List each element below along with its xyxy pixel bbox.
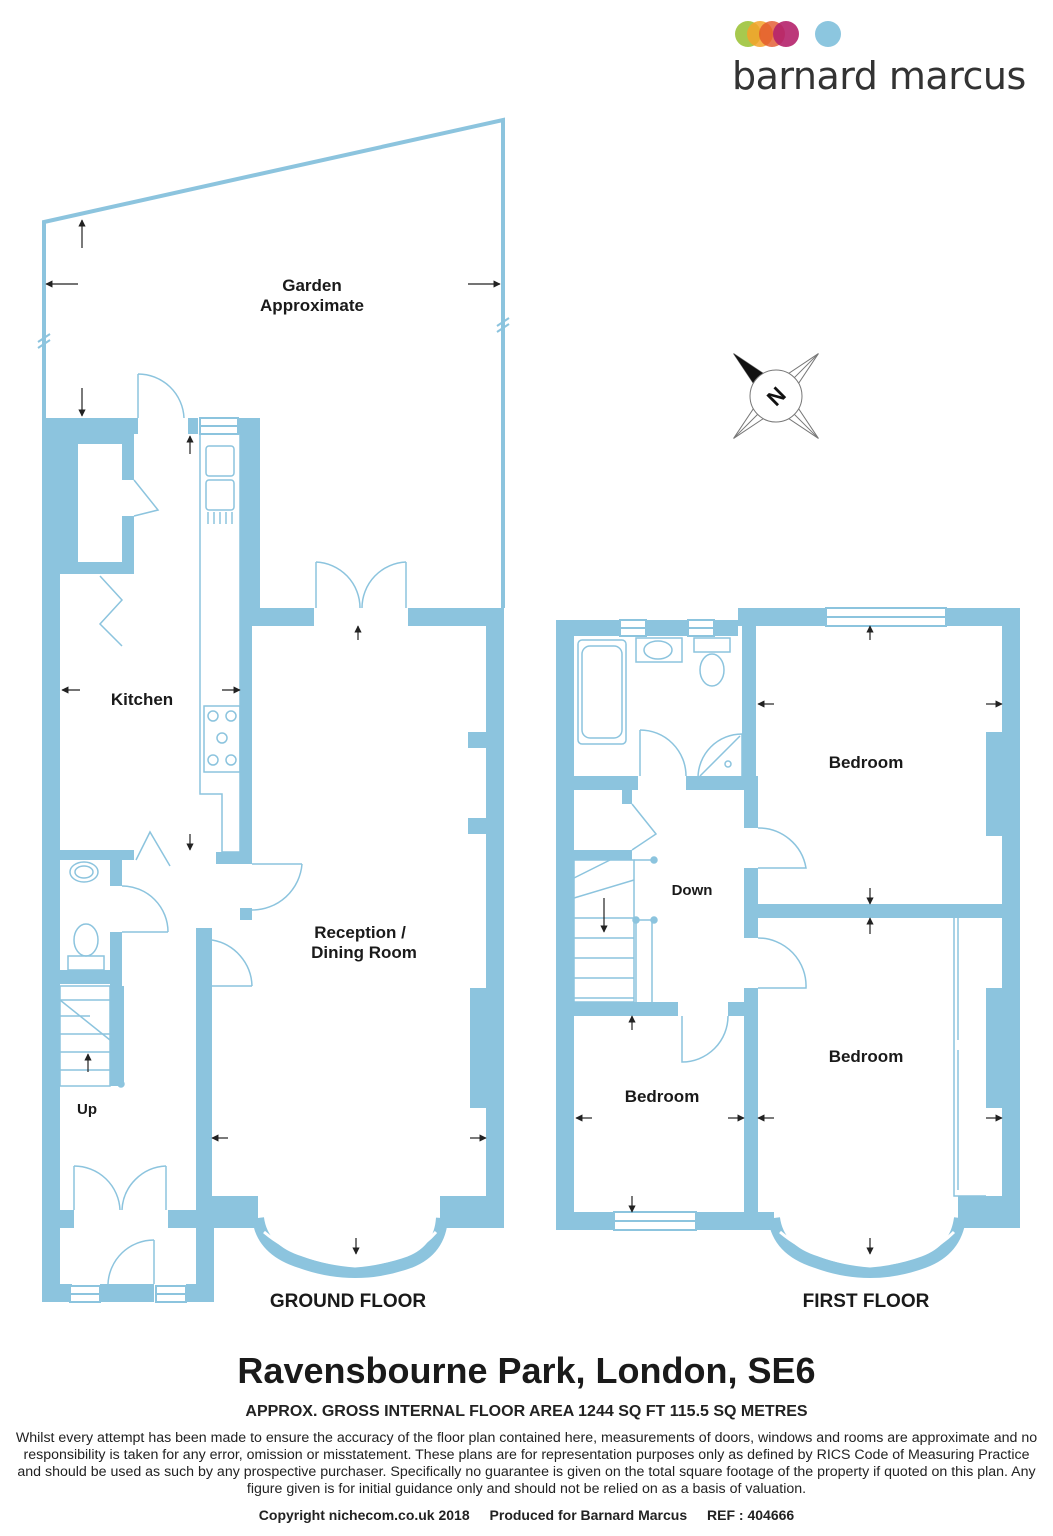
logo-dot — [773, 21, 799, 47]
garden-break-marks — [37, 317, 510, 349]
floor-area: APPROX. GROSS INTERNAL FLOOR AREA 1244 S… — [245, 1403, 808, 1420]
footer: Copyright nichecom.co.uk 2018 Produced f… — [0, 1507, 1053, 1523]
reception-label: Reception / — [314, 923, 406, 942]
stairs-down-label: Down — [672, 882, 713, 899]
brand-name: barnard marcus — [732, 54, 1026, 98]
floor-plan: N Garden Approximate Kitchen Reception /… — [37, 117, 1020, 1312]
ground-windows — [69, 417, 239, 1303]
wc-fixtures — [67, 861, 105, 971]
ground-stairs — [59, 985, 125, 1088]
first-floor-label: FIRST FLOOR — [803, 1291, 930, 1312]
stairs-up-label: Up — [77, 1101, 97, 1118]
kitchen-label: Kitchen — [111, 690, 173, 709]
ground-bay-window — [252, 1216, 448, 1278]
first-doors — [631, 803, 807, 1063]
copyright-text: Copyright nichecom.co.uk 2018 — [258, 1507, 470, 1523]
dimension-arrows — [45, 219, 1003, 1255]
garden-label-approx: Approximate — [260, 296, 364, 315]
bedroom-front-label: Bedroom — [829, 1047, 904, 1066]
first-floor-walls — [556, 608, 1020, 1230]
first-windows — [613, 607, 947, 1231]
ground-floor-label: GROUND FLOOR — [270, 1291, 426, 1312]
first-bay-window — [768, 1216, 966, 1278]
reception-label-2: Dining Room — [311, 943, 417, 962]
reference-text: REF : 404666 — [707, 1507, 795, 1523]
first-stairs — [573, 856, 658, 1003]
disclaimer-text: Whilst every attempt has been made to en… — [15, 1430, 1038, 1497]
logo-dot — [815, 21, 841, 47]
bedroom-rear-label: Bedroom — [829, 753, 904, 772]
wardrobe-outline — [953, 918, 986, 1197]
produced-text: Produced for Barnard Marcus — [489, 1507, 688, 1523]
property-title: Ravensbourne Park, London, SE6 — [237, 1350, 816, 1391]
garden-outline — [42, 117, 505, 608]
kitchen-fixtures — [199, 433, 241, 853]
ground-floor-walls — [42, 418, 504, 1302]
bedroom-small-label: Bedroom — [625, 1087, 700, 1106]
bathroom-fixtures — [577, 637, 743, 779]
brand-logo-dots — [735, 21, 841, 47]
garden-label: Garden — [282, 276, 342, 295]
ground-doors — [73, 373, 407, 1285]
compass-icon — [733, 353, 819, 439]
